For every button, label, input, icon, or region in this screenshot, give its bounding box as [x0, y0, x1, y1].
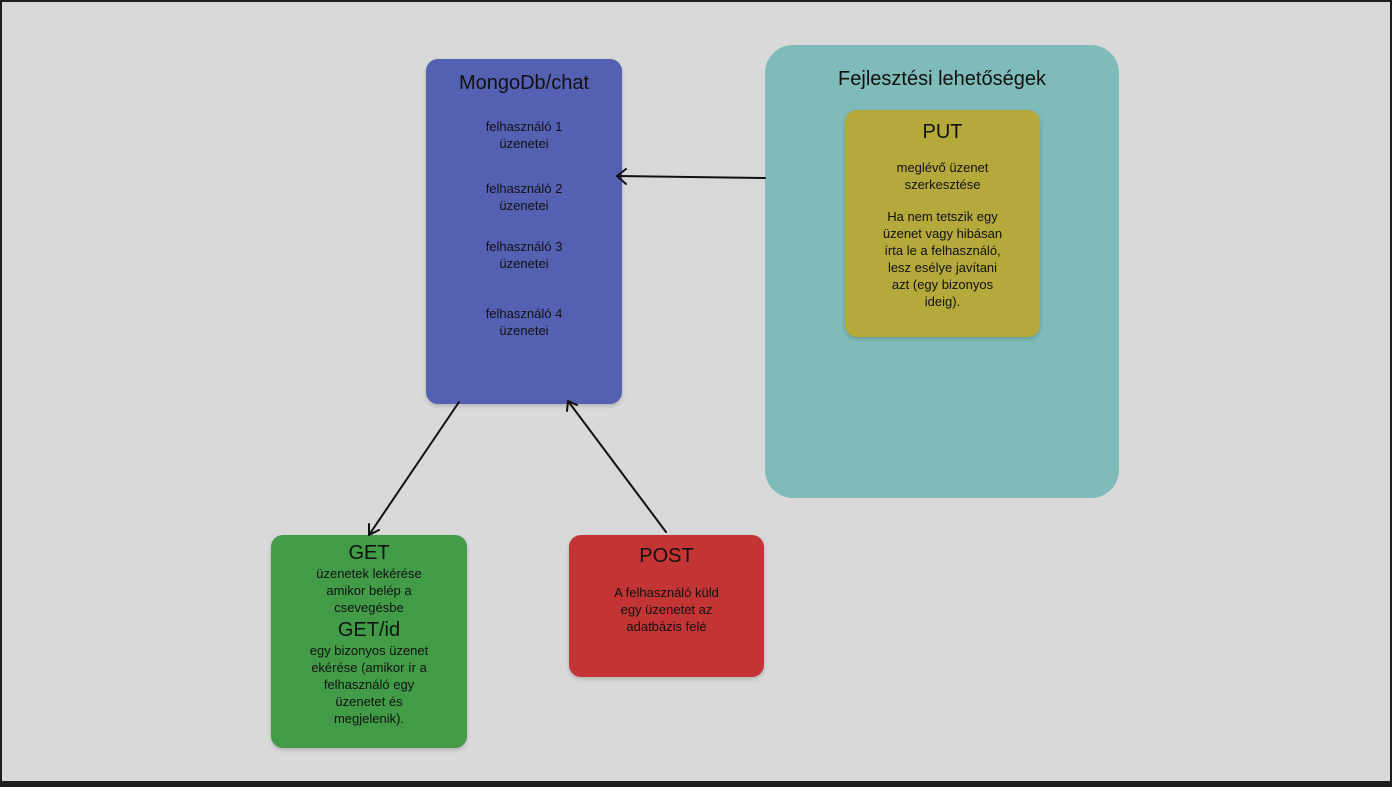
get-title: GET	[348, 542, 390, 564]
post-description: A felhasználó küld egy üzenetet az adatb…	[614, 585, 719, 634]
put-description: meglévő üzenet szerkesztése	[896, 160, 989, 192]
mongodb-chat-node[interactable]: MongoDb/chat felhasználó 1 üzenetei felh…	[426, 59, 622, 404]
mongo-to-get-arrow[interactable]	[368, 401, 460, 536]
user-2-messages: felhasználó 2 üzenetei	[485, 181, 563, 213]
user-3-messages: felhasználó 3 üzenetei	[485, 239, 563, 271]
user-1-messages: felhasználó 1 üzenetei	[485, 119, 563, 151]
user-4-messages: felhasználó 4 üzenetei	[485, 306, 563, 338]
get-id-title: GET/id	[337, 619, 401, 641]
mongodb-chat-title: MongoDb/chat	[458, 72, 590, 94]
post-title: POST	[639, 545, 694, 567]
put-node[interactable]: PUT meglévő üzenet szerkesztése Ha nem t…	[845, 110, 1040, 337]
post-node[interactable]: POST A felhasználó küld egy üzenetet az …	[569, 535, 764, 677]
post-to-mongo-arrow[interactable]	[566, 400, 667, 533]
get-node[interactable]: GET üzenetek lekérése amikor belép a cse…	[271, 535, 467, 748]
put-details: Ha nem tetszik egy üzenet vagy hibásan í…	[882, 209, 1003, 309]
put-title: PUT	[922, 121, 963, 143]
get-id-description: egy bizonyos üzenet ekérése (amikor ír a…	[309, 643, 429, 726]
put-to-mongo-arrow[interactable]	[616, 168, 766, 185]
future-improvements-title: Fejlesztési lehetőségek	[838, 68, 1046, 90]
get-description: üzenetek lekérése amikor belép a csevegé…	[316, 566, 422, 615]
